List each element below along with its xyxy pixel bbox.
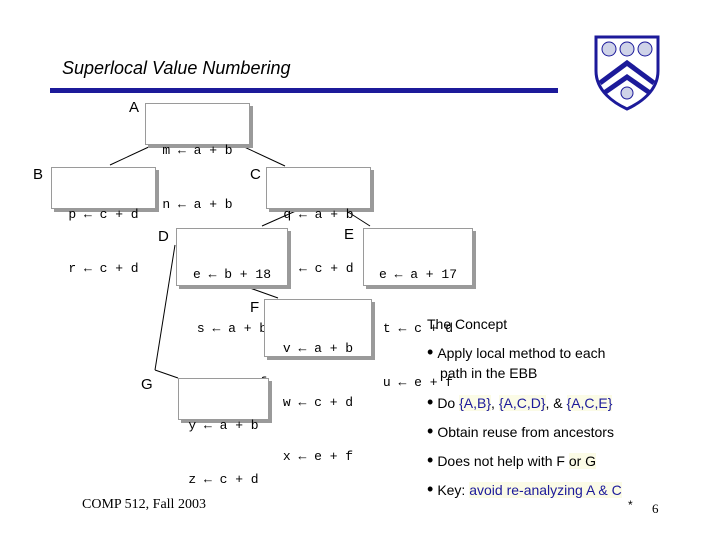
- title-rule: [50, 88, 558, 93]
- block-a-line-2: n ← a + b: [162, 197, 233, 212]
- concept-bullet-2-prefix: Do: [437, 395, 460, 411]
- edge-c-e: [344, 209, 371, 227]
- footer-course: COMP 512, Fall 2003: [82, 497, 206, 512]
- block-e-label: E: [344, 226, 355, 243]
- bullet-dot-icon: •: [427, 450, 434, 470]
- edge-c-d: [261, 209, 299, 227]
- bullet-dot-icon: •: [427, 392, 434, 412]
- block-b-label: B: [33, 166, 44, 183]
- path-acd: {A,C,D}: [498, 395, 546, 411]
- block-e: e ← a + 17 t ← c + d u ← e + f: [363, 228, 473, 390]
- block-g-label: G: [141, 376, 153, 393]
- edge-a-c: [239, 144, 286, 167]
- block-a-line-1: m ← a + b: [162, 143, 233, 158]
- concept-bullet-5-prefix: Key:: [437, 482, 470, 498]
- rice-owl-shield-icon: [592, 33, 662, 111]
- block-b-line-1: p ← c + d: [68, 207, 139, 222]
- block-f: v ← a + b w ← c + d x ← e + f: [264, 299, 372, 464]
- block-f-label: F: [250, 299, 260, 316]
- path-ab: {A,B}: [459, 395, 492, 411]
- concept-bullet-4: •Does not help with F or G: [427, 450, 597, 471]
- concept-bullet-2-sep1: ,: [491, 395, 499, 411]
- block-c: q ← a + b r ← c + d: [266, 167, 371, 276]
- concept-bullet-5: •Key: avoid re-analyzing A & C: [427, 479, 622, 500]
- page-number: 6: [652, 501, 659, 516]
- block-e-line-3: u ← e + f: [382, 375, 454, 390]
- concept-bullet-1: •Apply local method to each: [427, 342, 605, 363]
- edge-a-b: [109, 144, 154, 166]
- bullet-dot-icon: •: [427, 479, 434, 499]
- block-c-line-1: q ← a + b: [283, 207, 354, 222]
- footer-star: *: [628, 498, 633, 512]
- concept-bullet-3-text: Obtain reuse from ancestors: [437, 424, 614, 440]
- edge-d-g: [154, 244, 176, 371]
- concept-heading: The Concept: [427, 316, 508, 332]
- block-g-line-1: y ← a + b: [188, 418, 259, 433]
- block-d: e ← b + 18 s ← a + b u ← e + f: [176, 228, 288, 390]
- concept-bullet-1-cont: path in the EBB: [440, 365, 538, 381]
- block-b: p ← c + d r ← c + d: [51, 167, 156, 276]
- block-d-line-1: e ← b + 18: [192, 267, 271, 282]
- concept-bullet-4-highlight: or G: [568, 453, 597, 469]
- concept-bullet-3: •Obtain reuse from ancestors: [427, 421, 614, 442]
- bullet-dot-icon: •: [427, 342, 434, 362]
- block-f-line-1: v ← a + b: [282, 341, 354, 356]
- block-c-label: C: [250, 166, 261, 183]
- concept-bullet-1-text: Apply local method to each: [437, 345, 606, 361]
- block-a-label: A: [129, 99, 140, 116]
- block-e-line-2: t ← c + d: [382, 321, 454, 336]
- block-e-line-1: e ← a + 17: [378, 267, 457, 282]
- concept-bullet-2-sep2: , &: [545, 395, 567, 411]
- concept-bullet-5-highlight: avoid re-analyzing A & C: [469, 482, 622, 498]
- edge-d-g-tail: [154, 369, 179, 379]
- path-ace: {A,C,E}: [566, 395, 613, 411]
- block-b-line-2: r ← c + d: [68, 261, 139, 276]
- block-g: y ← a + b z ← c + d: [178, 378, 269, 487]
- block-a: m ← a + b n ← a + b: [145, 103, 250, 212]
- block-g-line-2: z ← c + d: [188, 472, 259, 487]
- slide-title: Superlocal Value Numbering: [62, 58, 291, 78]
- bullet-dot-icon: •: [427, 421, 434, 441]
- concept-bullet-4-prefix: Does not help with F: [437, 453, 569, 469]
- block-f-line-3: x ← e + f: [282, 449, 354, 464]
- concept-bullet-2: •Do {A,B}, {A,C,D}, & {A,C,E}: [427, 392, 613, 413]
- block-d-label: D: [158, 228, 169, 245]
- block-f-line-2: w ← c + d: [282, 395, 354, 410]
- block-d-line-2: s ← a + b: [196, 321, 268, 336]
